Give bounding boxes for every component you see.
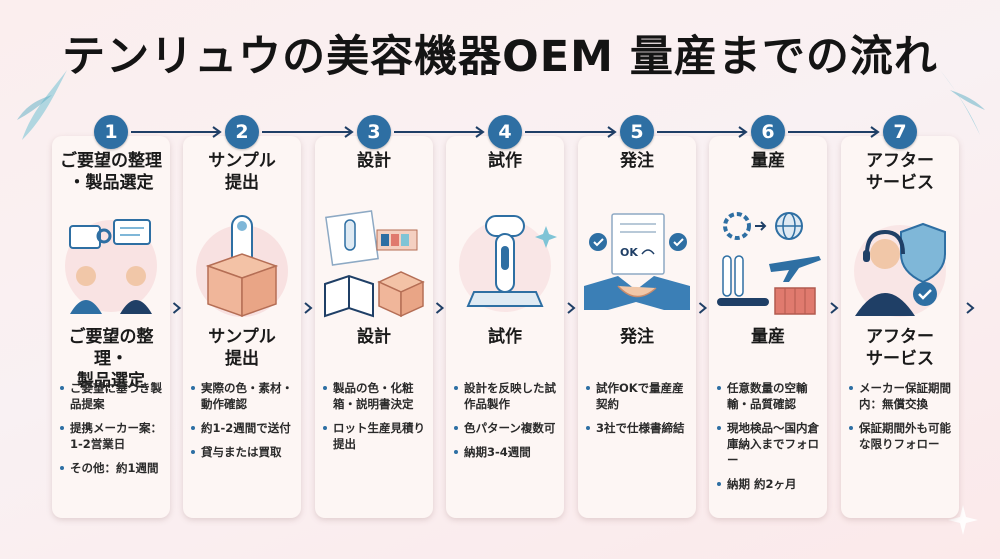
bullet-item: 提携メーカー案：1-2営業日	[60, 420, 168, 452]
bullet-item: 保証期間外も可能な限りフォロー	[849, 420, 957, 452]
step-subtitle: 量産	[751, 327, 785, 347]
step-title: 試作	[488, 151, 522, 171]
step-bullets: 任意数量の空輸輸・品質確認現地検品～国内倉庫納入までフォロー納期 約2ヶ月	[717, 380, 825, 500]
contract-ok-text: OK	[620, 246, 638, 259]
step-card-6: 量産 量産任意数量の空輸輸・品質確認現地検品～国内倉庫納入までフォロー納期 約2…	[709, 136, 827, 518]
handshake-icon: OK	[578, 206, 696, 326]
step-subtitle: サンプル提出	[208, 327, 276, 369]
page-title: テンリュウの美容機器OEM 量産までの流れ	[62, 32, 938, 82]
step-card-2: サンプル提出 サンプル提出実際の色・素材・動作確認約1-2週間で送付貸与または買…	[183, 136, 301, 518]
step-subtitle: 試作	[488, 327, 522, 347]
step-number-badge: 4	[488, 115, 522, 149]
chevron-right-icon	[172, 302, 182, 314]
step-title: サンプル提出	[208, 151, 276, 193]
step-title: ご要望の整理・製品選定	[60, 151, 162, 193]
bullet-item: 実際の色・素材・動作確認	[191, 380, 299, 412]
design-icon	[315, 206, 433, 326]
step-card-4: 試作 試作設計を反映した試作品製作色パターン複数可納期3-4週間	[446, 136, 564, 518]
step-bullets: 試作OKで量産産契約 3社で仕様書締結	[586, 380, 694, 444]
flow-arrow-icon	[394, 126, 485, 138]
chevron-right-icon	[304, 302, 313, 314]
step-bullets: ご要望に基づき製品提案提携メーカー案：1-2営業日その他：約1週間	[60, 380, 168, 484]
bullet-item: 試作OKで量産産契約	[586, 380, 694, 412]
step-title: 発注	[620, 151, 654, 171]
step-title: 設計	[357, 151, 391, 171]
step-card-5: 発注 OK 発注試作OKで量産産契約 3社で仕様書締結	[578, 136, 696, 518]
bullet-item: 3社で仕様書締結	[586, 420, 694, 436]
bullet-item: 色パターン複数可	[454, 420, 562, 436]
flow-arrow-icon	[657, 126, 748, 138]
chevron-right-icon	[567, 302, 576, 314]
consultation-icon	[52, 206, 170, 326]
step-number-badge: 6	[751, 115, 785, 149]
bullet-item: メーカー保証期間内：無償交換	[849, 380, 957, 412]
step-number-badge: 1	[94, 115, 128, 149]
step-subtitle: 発注	[620, 327, 654, 347]
chevron-right-icon	[830, 302, 839, 314]
bullet-item: 設計を反映した試作品製作	[454, 380, 562, 412]
bullet-item: 任意数量の空輸輸・品質確認	[717, 380, 825, 412]
flow-arrow-icon	[525, 126, 617, 138]
sparkle-decoration-icon	[948, 505, 978, 535]
step-card-7: アフターサービス アフターサービスメーカー保証期間内：無償交換保証期間外も可能な…	[841, 136, 959, 518]
bullet-item: 貸与または買取	[191, 444, 299, 460]
step-bullets: メーカー保証期間内：無償交換保証期間外も可能な限りフォロー	[849, 380, 957, 460]
bullet-item: 約1-2週間で送付	[191, 420, 299, 436]
step-card-3: 設計 設計製品の色・化粧箱・説明書決定ロット生産見積り提出	[315, 136, 433, 518]
step-number-badge: 2	[225, 115, 259, 149]
step-subtitle: ご要望の整理・製品選定	[68, 327, 154, 391]
step-title: 量産	[751, 151, 785, 171]
step-number-badge: 7	[883, 115, 917, 149]
step-number-badge: 3	[357, 115, 391, 149]
flow-arrow-icon	[262, 126, 354, 138]
step-title: アフターサービス	[866, 151, 934, 193]
chevron-right-icon	[435, 302, 445, 314]
flow-arrow-icon	[788, 126, 880, 138]
flow-arrow-icon	[131, 126, 222, 138]
sample-box-icon	[183, 206, 301, 326]
chevron-right-icon	[966, 302, 975, 314]
bullet-item: 現地検品～国内倉庫納入までフォロー	[717, 420, 825, 468]
bullet-item: 製品の色・化粧箱・説明書決定	[323, 380, 431, 412]
leaf-decoration-left-icon	[17, 70, 67, 140]
step-bullets: 実際の色・素材・動作確認約1-2週間で送付貸与または買取	[191, 380, 299, 468]
factory-icon	[709, 206, 827, 326]
chevron-right-icon	[698, 302, 708, 314]
bullet-item: 納期3-4週間	[454, 444, 562, 460]
bullet-item: その他：約1週間	[60, 460, 168, 476]
bullet-item: 納期 約2ヶ月	[717, 476, 825, 492]
bullet-item: ロット生産見積り提出	[323, 420, 431, 452]
bullet-item: ご要望に基づき製品提案	[60, 380, 168, 412]
leaf-decoration-right-icon	[940, 70, 985, 135]
prototype-icon	[446, 206, 564, 326]
support-icon	[841, 206, 959, 326]
step-bullets: 設計を反映した試作品製作色パターン複数可納期3-4週間	[454, 380, 562, 468]
step-number-badge: 5	[620, 115, 654, 149]
step-subtitle: 設計	[357, 327, 391, 347]
step-bullets: 製品の色・化粧箱・説明書決定ロット生産見積り提出	[323, 380, 431, 460]
step-card-1: ご要望の整理・製品選定 ご要望の整理・製品選定ご要望に基づき製品提案提携メーカー…	[52, 136, 170, 518]
step-subtitle: アフターサービス	[866, 327, 934, 369]
